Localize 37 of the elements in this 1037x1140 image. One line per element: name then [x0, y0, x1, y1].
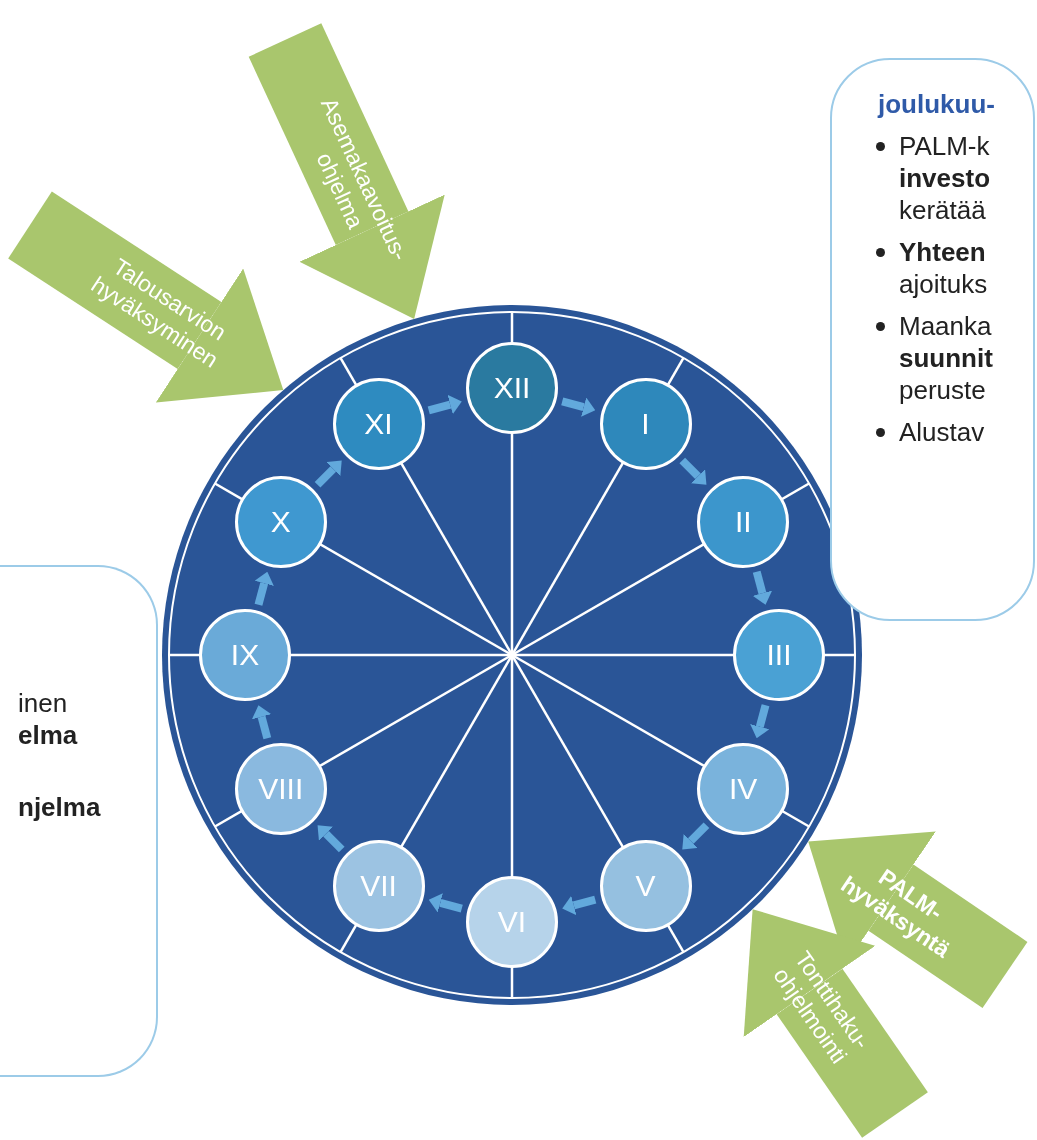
arrow — [317, 825, 345, 853]
arrow — [679, 457, 707, 485]
box-heading: joulukuu- — [878, 88, 995, 120]
month-circle: X — [234, 475, 327, 568]
month-circle: III — [733, 609, 825, 701]
arrow — [251, 705, 272, 740]
arrow — [562, 895, 597, 916]
block-arrow — [743, 909, 928, 1138]
month-circle: VII — [332, 840, 425, 933]
month-circle: XII — [466, 342, 558, 434]
block-arrow — [808, 831, 1028, 1009]
bullet-text: Yhteen ajoituks — [899, 236, 989, 300]
month-circle: V — [599, 840, 692, 933]
text-panel — [830, 58, 1035, 621]
block-arrow — [8, 191, 284, 403]
month-circle: VIII — [234, 742, 327, 835]
month-circle: I — [599, 377, 692, 470]
month-circle: VI — [466, 876, 558, 968]
arrow — [254, 571, 274, 606]
arrow — [750, 704, 770, 739]
bullet-text: Alustav — [899, 416, 986, 448]
arrow — [682, 822, 710, 850]
bullet-text: PALM-k investo kerätää — [899, 130, 992, 226]
arrow — [561, 397, 596, 417]
text-panel — [0, 565, 158, 1077]
month-circle: XI — [332, 377, 425, 470]
bullet-text: njelma — [18, 791, 102, 823]
block-arrow — [248, 23, 445, 319]
arrow — [428, 893, 463, 913]
bullet-text: Maanka suunnit peruste — [899, 310, 994, 406]
month-circle: IV — [697, 742, 790, 835]
bullet-text: inen elma — [18, 687, 79, 751]
arrow — [752, 570, 773, 605]
arrow — [314, 460, 342, 488]
arrow — [427, 394, 462, 415]
month-circle: II — [697, 475, 790, 568]
month-circle: IX — [199, 609, 291, 701]
